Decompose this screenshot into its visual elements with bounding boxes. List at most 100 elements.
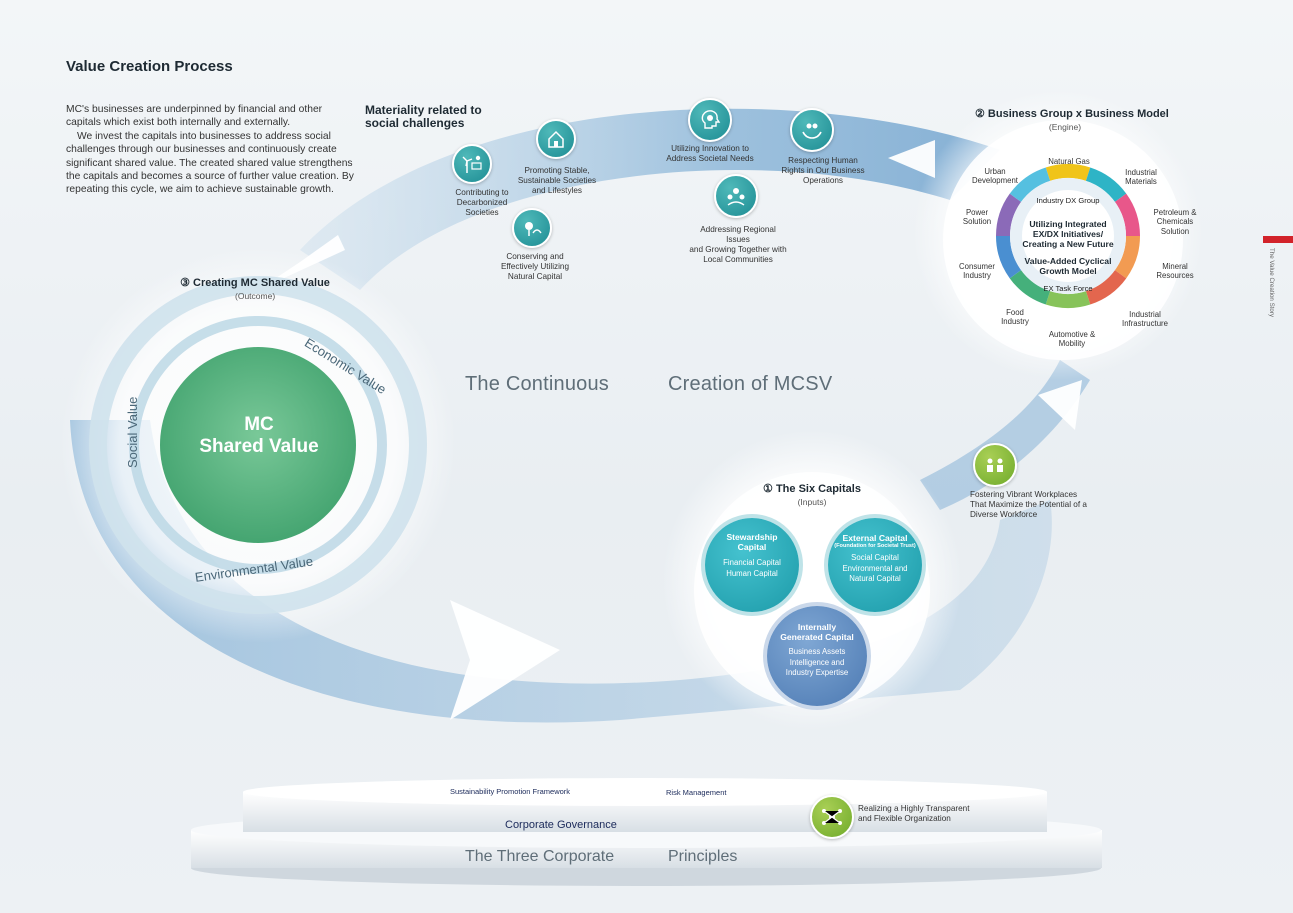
nature-icon xyxy=(512,208,552,248)
external-capital: External Capital (Foundation for Societa… xyxy=(828,518,922,612)
business-ring-segment xyxy=(1009,270,1051,305)
group-consumer-line-1: Consumer xyxy=(959,262,995,271)
business-ring-segment xyxy=(1085,167,1127,202)
materiality-innovation-line-1: Utilizing Innovation to xyxy=(671,144,749,153)
materiality-decarbonized-line-1: Contributing to xyxy=(455,188,509,197)
mc-shared-value: MC Shared Value xyxy=(189,414,329,458)
materiality-natural-line-1: Conserving and xyxy=(506,252,564,261)
business-ring-segment xyxy=(1045,291,1091,309)
group-power-line-1: Power xyxy=(965,208,989,217)
group-industrial-materials-line-1: Industrial xyxy=(1125,168,1157,177)
internally-generated-capital: Internally Generated Capital Business As… xyxy=(767,606,867,706)
outcome-core xyxy=(160,347,356,543)
arrow-up-engine xyxy=(1038,380,1082,430)
materiality-decarbonized: Contributing to Decarbonized Societies xyxy=(442,188,522,218)
group-urban-line-1: Urban xyxy=(984,167,1006,176)
group-petroleum-line-3: Solution xyxy=(1160,226,1190,236)
group-urban: Urban Development xyxy=(965,167,1025,186)
intro-paragraph-2: We invest the capitals into businesses t… xyxy=(66,130,354,196)
arrow-to-capitals xyxy=(450,600,560,720)
engine-center-top: Utilizing Integrated EX/DX Initiatives/ … xyxy=(1022,219,1114,249)
mc-shared-value-line-1: MC xyxy=(244,414,274,435)
social-value-label: Social Value xyxy=(125,396,140,468)
principles-label-1: The Three Corporate xyxy=(465,848,615,865)
materiality-workforce-line-3: Diverse Workforce xyxy=(970,510,1038,519)
flow-word-2: Creation of MCSV xyxy=(668,373,833,395)
flow-band-right xyxy=(920,360,1090,510)
engine-center-bottom: Value-Added Cyclical Growth Model xyxy=(1022,256,1114,276)
group-automotive-line-1: Automotive & xyxy=(1048,330,1096,339)
group-industrial-materials-line-2: Materials xyxy=(1125,177,1157,187)
home-lifestyle-icon xyxy=(536,119,576,159)
materiality-decarbonized-line-3: Societies xyxy=(465,208,499,217)
outcome-ring-inner xyxy=(129,316,387,574)
group-consumer-line-2: Industry xyxy=(963,271,991,281)
group-power: Power Solution xyxy=(957,208,997,227)
materiality-human-rights-line-1: Respecting Human xyxy=(788,156,858,165)
stewardship-capital: Stewardship Capital Financial Capital Hu… xyxy=(705,518,799,612)
external-line-2: (Foundation for Societal Trust) xyxy=(834,543,916,549)
ring-top-label: Industry DX Group xyxy=(1036,196,1100,205)
group-industrial-materials: Industrial Materials xyxy=(1116,168,1166,187)
group-infrastructure-line-1: Industrial xyxy=(1129,310,1161,319)
community-icon xyxy=(714,174,758,218)
materiality-natural-line-3: Natural Capital xyxy=(507,272,563,281)
business-ring-segment xyxy=(996,193,1022,236)
group-power-line-2: Solution xyxy=(962,217,992,227)
environmental-capital-line-1: Environmental and xyxy=(842,563,908,573)
engine-center-line-3: Creating a New Future xyxy=(1022,239,1114,249)
group-petroleum: Petroleum & Chemicals Solution xyxy=(1145,208,1205,236)
group-urban-line-2: Development xyxy=(972,176,1018,186)
workforce-icon xyxy=(973,443,1017,487)
materiality-transparent-line-1: Realizing a Highly Transparent xyxy=(858,804,970,813)
risk-management-label: Risk Management xyxy=(666,788,727,797)
outcome-sub: (Outcome) xyxy=(235,291,276,301)
outcome-ring-outer xyxy=(89,276,427,614)
business-ring-segment xyxy=(1009,167,1051,202)
ring-bottom-label: EX Task Force xyxy=(1043,284,1093,293)
business-ring-segment xyxy=(1114,193,1140,236)
flow-band-top xyxy=(300,108,1000,290)
human-capital: Human Capital xyxy=(726,568,778,578)
social-capital: Social Capital xyxy=(851,553,899,562)
materiality-transparent-line-2: and Flexible Organization xyxy=(858,814,951,823)
business-ring-segment xyxy=(1114,236,1141,279)
group-mineral-line-1: Mineral xyxy=(1162,262,1188,271)
group-consumer: Consumer Industry xyxy=(952,262,1002,281)
corporate-governance-label: Corporate Governance xyxy=(505,819,617,831)
materiality-regional: Addressing Regional Issues and Growing T… xyxy=(688,225,788,265)
materiality-stable-line-3: and Lifestyles xyxy=(531,186,583,195)
mc-shared-value-line-2: Shared Value xyxy=(199,436,319,457)
business-model-sub: (Engine) xyxy=(1048,122,1082,132)
business-ring-segment xyxy=(1085,270,1127,305)
principles-label-2: Principles xyxy=(668,848,738,865)
capitals-sub: (Inputs) xyxy=(797,497,827,507)
materiality-innovation-line-2: Address Societal Needs xyxy=(666,154,754,163)
materiality-transparent: Realizing a Highly Transparent and Flexi… xyxy=(858,804,998,824)
arrow-to-engine xyxy=(888,140,935,178)
engine-center-line-4: Value-Added Cyclical xyxy=(1024,256,1112,266)
group-automotive: Automotive & Mobility xyxy=(1042,330,1102,349)
materiality-stable-societies: Promoting Stable, Sustainable Societies … xyxy=(512,166,602,196)
page-title: Value Creation Process xyxy=(66,58,233,75)
hands-people-icon xyxy=(790,108,834,152)
intelligence-line-1: Intelligence and xyxy=(789,657,845,667)
group-automotive-line-2: Mobility xyxy=(1058,339,1086,349)
engine-center-line-5: Growth Model xyxy=(1039,266,1097,276)
financial-capital: Financial Capital xyxy=(723,558,781,567)
side-label: The Value Creation Story xyxy=(1268,248,1275,318)
engine-center-line-1: Utilizing Integrated xyxy=(1029,219,1107,229)
group-infrastructure-line-2: Infrastructure xyxy=(1122,319,1168,329)
internal-line-2: Generated Capital xyxy=(780,632,854,642)
materiality-workforce-line-2: That Maximize the Potential of a xyxy=(970,500,1087,509)
materiality-human-rights-line-2: Rights in Our Business xyxy=(781,166,865,175)
group-infrastructure: Industrial Infrastructure xyxy=(1110,310,1180,329)
business-ring-segment xyxy=(1045,163,1091,181)
materiality-natural-capital: Conserving and Effectively Utilizing Nat… xyxy=(490,252,580,282)
materiality-stable-line-2: Sustainable Societies xyxy=(517,176,597,185)
materiality-regional-line-3: Local Communities xyxy=(703,255,773,264)
capitals-heading: ① The Six Capitals xyxy=(763,483,861,495)
environmental-capital-line-2: Natural Capital xyxy=(849,574,901,583)
materiality-workforce: Fostering Vibrant Workplaces That Maximi… xyxy=(970,490,1110,520)
